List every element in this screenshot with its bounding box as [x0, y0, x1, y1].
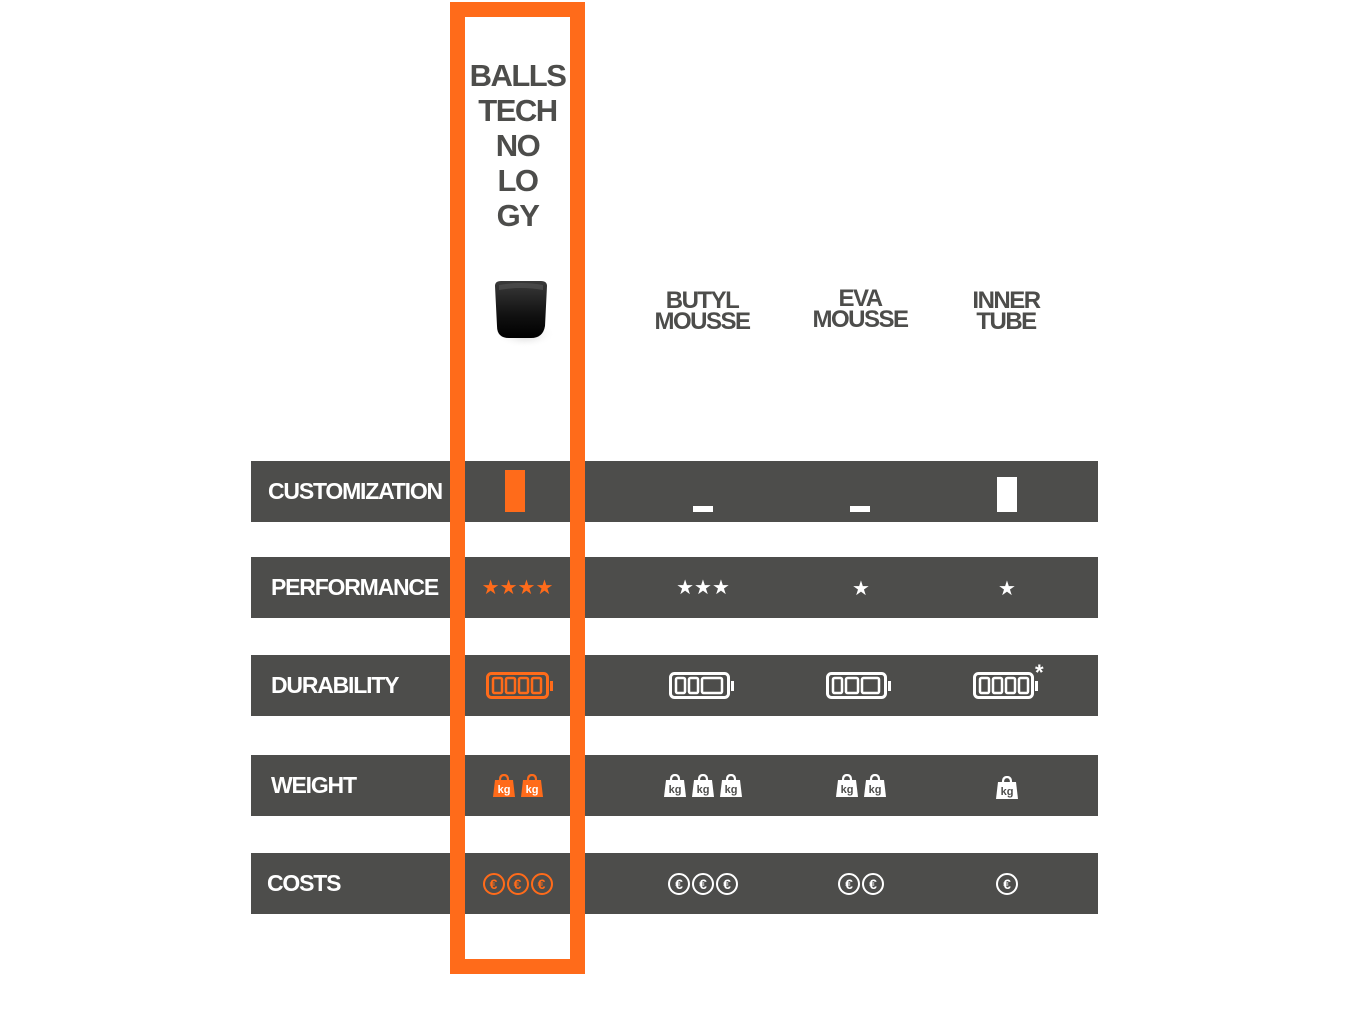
svg-text:kg: kg	[1001, 786, 1014, 798]
battery-icon	[669, 672, 734, 699]
euro-icon: €	[692, 872, 714, 895]
costs-cell-butyl: €€€	[653, 853, 753, 914]
row-label-customization: CUSTOMIZATION	[268, 478, 443, 504]
weight-kg-icon: kg	[719, 773, 743, 798]
svg-text:kg: kg	[697, 784, 710, 796]
highlight-frame	[450, 2, 585, 974]
star-icon: ★	[998, 577, 1016, 600]
column-title-balls-technology: BALLS TECH NO LO GY	[465, 58, 570, 233]
performance-cell-eva: ★	[811, 558, 911, 619]
customization-bar-butyl	[693, 506, 713, 512]
row-band-performance	[251, 557, 1098, 618]
weight-cell-butyl: kg kg kg	[653, 755, 753, 816]
footnote-asterisk: *	[1035, 660, 1044, 685]
euro-icon: €	[716, 872, 738, 895]
row-label-weight: WEIGHT	[271, 772, 357, 798]
star-icon: ★	[535, 576, 554, 599]
euro-icon: €	[530, 872, 553, 895]
product-ball-image	[495, 281, 555, 348]
weight-cell-balls: kg kg	[465, 755, 570, 816]
row-band-durability	[251, 655, 1098, 716]
title-line: NO	[495, 128, 541, 163]
star-icon: ★	[711, 576, 730, 599]
svg-text:kg: kg	[497, 784, 510, 796]
row-label-costs: COSTS	[267, 870, 341, 896]
svg-text:kg: kg	[841, 784, 854, 796]
battery-icon	[826, 672, 891, 699]
svg-text:kg: kg	[525, 784, 538, 796]
euro-icon: €	[996, 872, 1018, 895]
row-label-performance: PERFORMANCE	[271, 574, 439, 600]
title-line: LO	[497, 163, 539, 198]
row-label-durability: DURABILITY	[271, 672, 399, 698]
svg-text:kg: kg	[869, 784, 882, 796]
weight-cell-eva: kg kg	[811, 755, 911, 816]
costs-cell-inner-tube: €	[957, 853, 1057, 914]
star-icon: ★	[852, 577, 870, 600]
weight-kg-icon: kg	[863, 773, 887, 798]
svg-text:kg: kg	[725, 784, 738, 796]
euro-icon: €	[838, 872, 860, 895]
weight-kg-icon: kg	[520, 773, 544, 798]
weight-kg-icon: kg	[663, 773, 687, 798]
customization-bar-inner-tube	[997, 477, 1017, 512]
title-line: BALLS	[469, 58, 567, 93]
weight-kg-icon: kg	[691, 773, 715, 798]
star-icon: ★	[517, 576, 536, 599]
title-line: TECH	[478, 93, 558, 128]
weight-cell-inner-tube: kg	[957, 757, 1057, 818]
euro-icon: €	[482, 872, 505, 895]
star-icon: ★	[499, 576, 518, 599]
battery-icon	[973, 672, 1038, 699]
euro-icon: €	[506, 872, 529, 895]
column-title-butyl-mousse: BUTYL MOUSSE	[654, 287, 751, 335]
customization-bar-balls	[505, 470, 525, 512]
column-title-inner-tube: INNER TUBE	[972, 287, 1041, 335]
battery-icon	[486, 672, 553, 699]
performance-cell-butyl: ★ ★ ★	[653, 557, 753, 618]
title-line: GY	[496, 198, 540, 233]
weight-kg-icon: kg	[492, 773, 516, 798]
costs-cell-eva: €€	[811, 853, 911, 914]
column-title-eva-mousse: EVA MOUSSE	[812, 285, 909, 333]
row-band-customization	[251, 461, 1098, 522]
weight-kg-icon: kg	[995, 775, 1019, 800]
euro-icon: €	[668, 872, 690, 895]
performance-cell-inner-tube: ★	[957, 558, 1057, 619]
star-icon: ★	[676, 576, 695, 599]
star-icon: ★	[481, 576, 500, 599]
performance-cell-balls: ★ ★ ★ ★	[465, 557, 570, 618]
weight-kg-icon: kg	[835, 773, 859, 798]
svg-text:kg: kg	[669, 784, 682, 796]
star-icon: ★	[694, 576, 712, 599]
euro-icon: €	[862, 872, 884, 895]
costs-cell-balls: €€€	[465, 853, 570, 914]
customization-bar-eva	[850, 506, 870, 512]
